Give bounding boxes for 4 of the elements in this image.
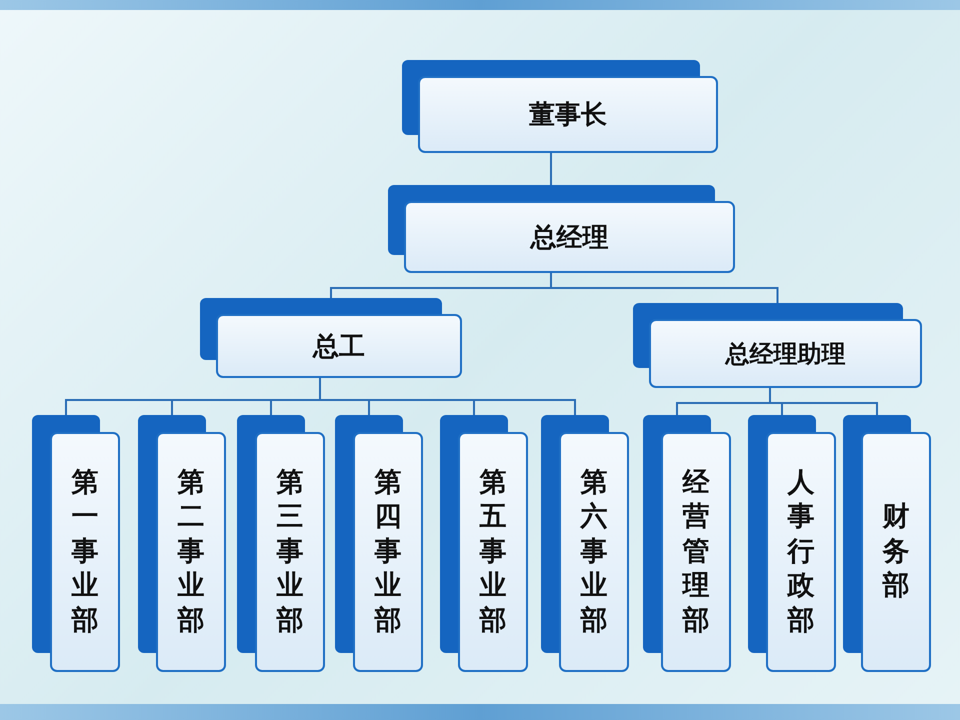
connector-line [769, 388, 878, 415]
connector-line [319, 378, 576, 415]
connector-line [550, 273, 778, 303]
connector-line [550, 153, 552, 185]
